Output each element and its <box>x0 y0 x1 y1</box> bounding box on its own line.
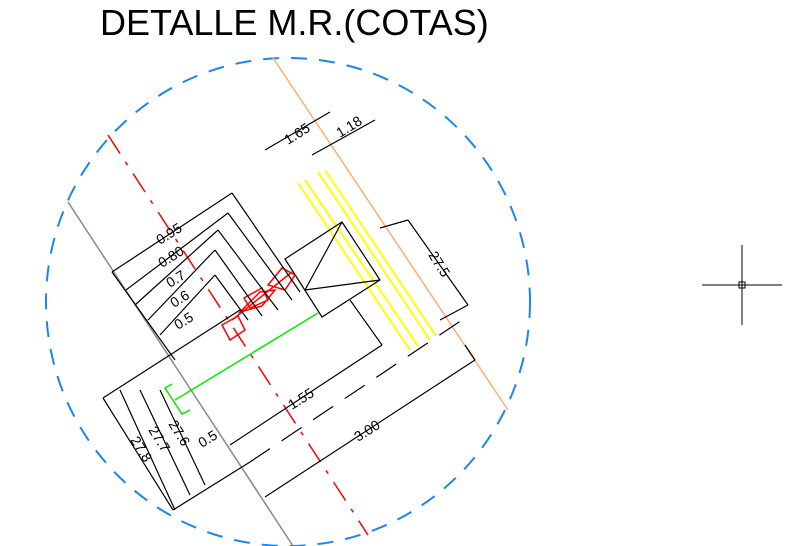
drawing-title: DETALLE M.R.(COTAS) <box>100 2 489 43</box>
ground-line-gray <box>67 201 294 546</box>
dim-1-55: 1.55 <box>285 384 317 412</box>
crosshair-cursor[interactable] <box>702 245 782 325</box>
rails-yellow <box>297 169 437 351</box>
dim-27-5: 27.5 <box>425 248 453 280</box>
valve-red <box>220 267 297 342</box>
dim-1-65: 1.65 <box>281 119 313 147</box>
dim-0-7: 0.7 <box>163 267 188 291</box>
device-box <box>284 221 381 318</box>
dim-0-5-top: 0.5 <box>171 309 196 333</box>
dimension-lines <box>102 111 476 511</box>
pipe-green <box>163 312 319 415</box>
dim-1-18: 1.18 <box>333 112 365 140</box>
dim-3-00: 3.00 <box>351 416 383 444</box>
dim-0-95: 0.95 <box>153 219 185 247</box>
detail-circle <box>45 57 531 546</box>
